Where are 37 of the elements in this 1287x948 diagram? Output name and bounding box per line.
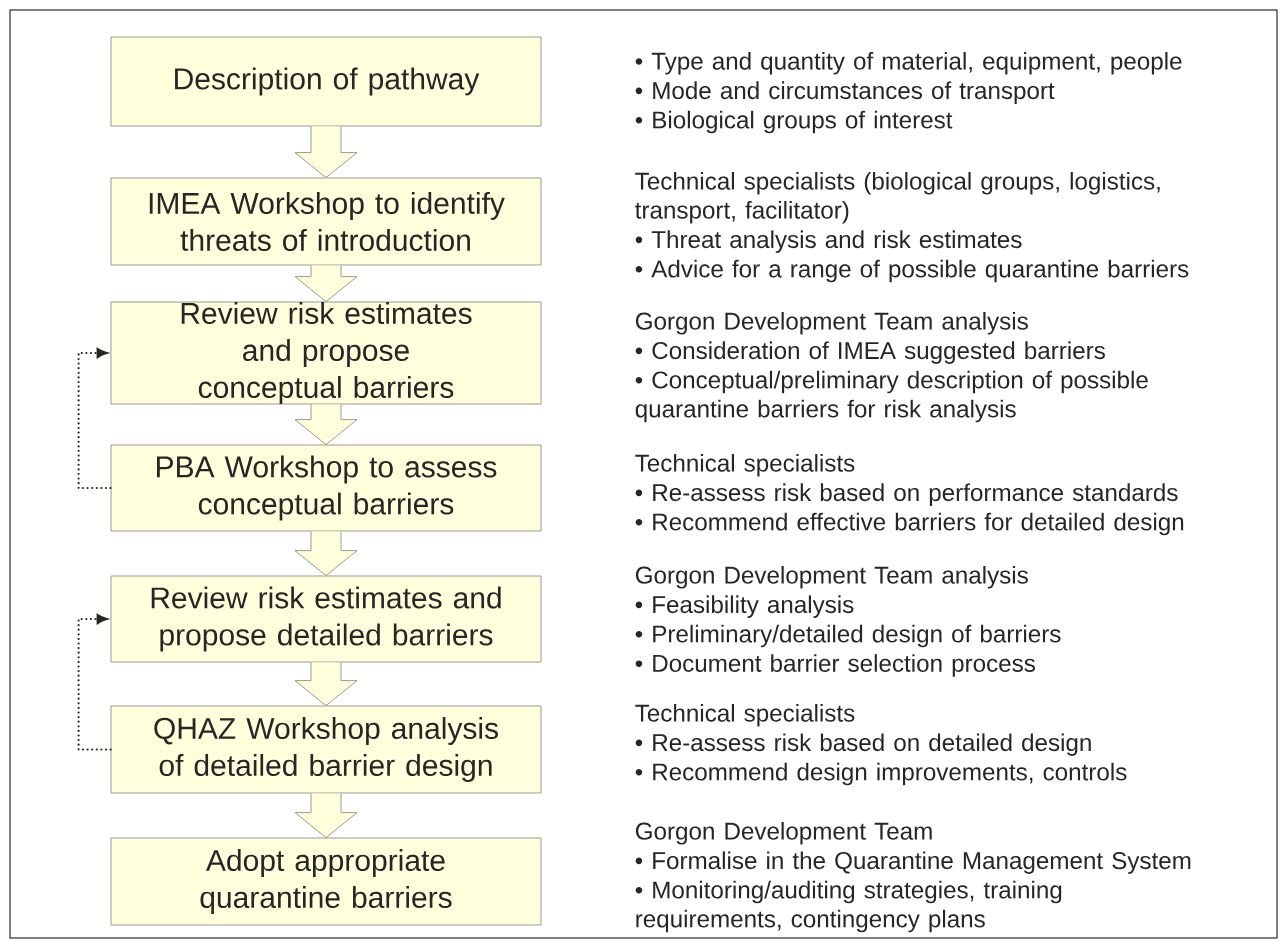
side-note: Technical specialists (biological groups, logistics, transport, facilitator) <box>635 171 1160 224</box>
process-box: Adopt appropriate quarantine barriers <box>110 837 542 926</box>
side-note: • Document barrier selection process <box>635 654 1035 677</box>
side-note: • Advice for a range of possible quarantine barriers <box>635 259 1189 283</box>
block-arrow <box>294 662 358 706</box>
side-note: • Biological groups of interest <box>635 110 953 134</box>
process-box: Description of pathway <box>110 36 542 127</box>
process-box: IMEA Workshop to identify threats of introduction <box>110 177 542 266</box>
side-note: • Re-assess risk based on detailed design <box>635 733 1091 756</box>
side-note: • Formalise in the Quarantine Management System <box>635 851 1191 874</box>
feedback-arrow <box>77 613 112 751</box>
block-arrow <box>294 793 358 838</box>
block-arrow <box>294 531 358 576</box>
side-note: • Monitoring/auditing strategies, training requirements, contingency plans <box>635 880 1062 933</box>
block-arrow <box>294 126 358 178</box>
feedback-arrow <box>77 347 112 490</box>
side-note: • Mode and circumstances of transport <box>635 81 1055 104</box>
side-note: • Recommend design improvements, controls <box>635 762 1127 786</box>
process-box: PBA Workshop to assess conceptual barriers <box>110 444 542 532</box>
side-note: • Preliminary/detailed design of barriers <box>635 624 1061 648</box>
block-arrow <box>294 265 358 302</box>
side-note: • Consideration of IMEA suggested barriers <box>635 341 1105 364</box>
process-box: QHAZ Workshop analysis of detailed barrier design <box>110 705 542 794</box>
side-note: • Type and quantity of material, equipment, people <box>635 51 1182 75</box>
side-note: Technical specialists <box>635 704 855 727</box>
side-note: • Recommend effective barriers for detailed design <box>635 512 1184 536</box>
side-note: • Re-assess risk based on performance standards <box>635 483 1178 506</box>
side-note: • Conceptual/preliminary description of possible quarantine barriers for risk analysis <box>635 370 1148 423</box>
side-note: Gorgon Development Team analysis <box>635 565 1028 589</box>
side-note: • Threat analysis and risk estimates <box>635 230 1022 253</box>
process-box: Review risk estimates and propose detailed barriers <box>110 575 542 663</box>
side-note: • Feasibility analysis <box>635 595 854 618</box>
process-box: Review risk estimates and propose conceptual barriers <box>110 301 542 405</box>
block-arrow <box>294 404 358 445</box>
side-note: Gorgon Development Team analysis <box>635 311 1028 335</box>
side-note: Gorgon Development Team <box>635 822 932 845</box>
side-note: Technical specialists <box>635 453 855 477</box>
